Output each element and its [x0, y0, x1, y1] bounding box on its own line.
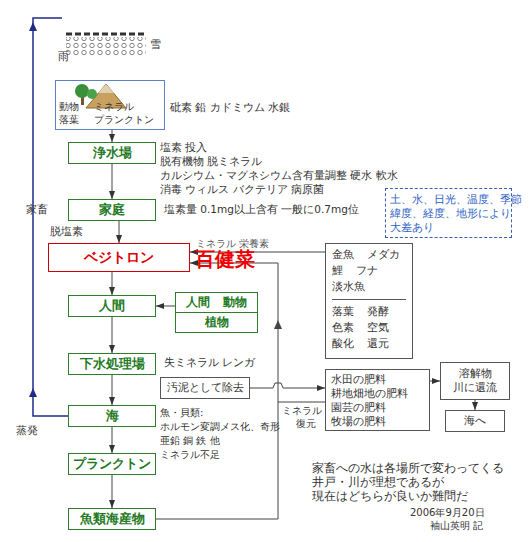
river-box: 溶解物川に還流 — [440, 362, 510, 400]
side-label: 脱塩素 — [50, 225, 83, 238]
box-text: 落葉 発酵 — [332, 299, 406, 320]
flow-connector — [475, 400, 476, 410]
treatment-note: カルシウム・マグネシウム含有量調整 硬水 軟水 — [160, 169, 398, 182]
source-illustration-box: 動物 ミネラル落葉 プランクトン — [55, 80, 165, 130]
sea-note: ホルモン変調メス化、奇形 — [160, 421, 280, 433]
flow-connector — [430, 381, 440, 382]
contaminant-label: 砒素 鉛 カドミウム 水銀 — [170, 101, 291, 114]
fertilizer-box: 水田の肥料耕地畑地の肥料園芸の肥料牧場の肥料 — [325, 369, 430, 431]
box-text: ベジトロン — [49, 249, 189, 267]
mountain-peak — [98, 84, 114, 93]
box-text: 浄水場 — [69, 145, 155, 161]
connector-label: ミネラル — [282, 405, 322, 417]
evaporation-loop — [33, 18, 68, 416]
arrow-up-symbol — [29, 388, 37, 397]
flow-connector — [112, 427, 113, 453]
box-text: 動物 ミネラル — [59, 101, 164, 114]
process-box: 下水処理場 — [68, 353, 156, 375]
box-text: 海へ — [446, 414, 504, 428]
box-text: 下水処理場 — [69, 356, 155, 372]
process-box: 浄水場 — [68, 142, 156, 164]
chlorine-note: 塩素量 0.1mg以上含有 一般に0.7mg位 — [164, 203, 359, 216]
input-box: 人間 動物植物 — [175, 292, 258, 333]
flow-connector — [112, 130, 113, 142]
box-text: 鯉 フナ — [332, 263, 406, 279]
side-label: 蒸発 — [16, 424, 38, 437]
connector-label: ミネラル 栄養素 — [196, 238, 269, 250]
box-text: 魚類海産物 — [69, 511, 155, 527]
flow-connector — [112, 375, 113, 405]
box-text: 溶解物 — [441, 367, 509, 381]
treatment-note: 塩素 投入 — [160, 141, 207, 154]
process-box: 魚類海産物 — [68, 508, 156, 530]
cloud-line — [66, 33, 146, 36]
footnote: 家畜への水は各場所で変わってくる — [312, 462, 504, 476]
box-text: 土、水、日光、温度、季節 — [390, 192, 507, 206]
box-text: 緯度、経度、地形により — [390, 206, 507, 220]
box-text: 牧場の肥料 — [331, 414, 424, 428]
tree-crown — [87, 89, 97, 99]
flow-connector — [156, 306, 175, 307]
flow-connector — [112, 317, 113, 353]
footnote: 現在はどちらが良いか難問だ — [312, 490, 468, 504]
box-text: 人間 — [69, 298, 155, 314]
date-label: 2006年9月20日 — [410, 507, 485, 519]
process-box: プランクトン — [68, 453, 156, 475]
product-box: ベジトロン — [48, 243, 190, 272]
author-label: 袖山英明 記 — [430, 520, 483, 532]
sludge-box: 汚泥として除去 — [160, 377, 250, 399]
living-box: 金魚 メダカ鯉 フナ淡水魚落葉 発酵色素 空気酸化 還元 — [325, 243, 413, 359]
box-text: 酸化 還元 — [332, 336, 406, 352]
box-text: 川に還流 — [441, 381, 509, 395]
box-text: 淡水魚 — [332, 279, 406, 295]
box-text: 家庭 — [69, 202, 155, 218]
product-name: 百健菜 — [195, 247, 255, 271]
flow-connector — [119, 221, 120, 243]
treatment-note: 消毒 ウィルス バクテリア 病原菌 — [160, 183, 324, 196]
footnote: 井戸・川が理想であるが — [312, 476, 444, 490]
process-box: 人間 — [68, 295, 156, 317]
side-label: 家畜 — [26, 203, 48, 216]
box-text: 耕地畑地の肥料 — [331, 386, 424, 400]
sea-note: 魚・貝類: — [160, 407, 203, 419]
box-text: 園芸の肥料 — [331, 400, 424, 414]
box-text: 落葉 プランクトン — [59, 114, 164, 127]
sea-note: ミネラル不足 — [160, 449, 220, 461]
treatment-note: 脱有機物 脱ミネラル — [160, 155, 262, 168]
box-text: 海 — [69, 408, 155, 424]
process-box: 海 — [68, 405, 156, 427]
box-text: 人間 動物 — [176, 293, 257, 312]
box-text: 水田の肥料 — [331, 372, 424, 386]
rain-drops — [66, 37, 146, 57]
box-text: 汚泥として除去 — [161, 381, 249, 395]
process-box: 家庭 — [68, 199, 156, 221]
sea-box: 海へ — [445, 410, 505, 432]
box-text: 大差あり — [390, 220, 507, 234]
flow-connector — [112, 164, 113, 199]
connector-label: 復元 — [296, 418, 316, 430]
arrow-up-symbol — [29, 22, 37, 31]
weather-label: 雨 — [58, 50, 69, 63]
sewage-note: 失ミネラル レンガ — [164, 356, 255, 369]
flow-connector — [112, 475, 113, 508]
flow-connector — [112, 272, 113, 295]
weather-label: 雪 — [150, 38, 161, 51]
box-text: 色素 空気 — [332, 320, 406, 336]
sea-note: 亜鉛 銅 鉄 他 — [160, 435, 220, 447]
mineral-return-line — [278, 402, 325, 403]
tree-crown — [75, 84, 89, 98]
flow-connector — [250, 383, 325, 388]
note-box: 土、水、日光、温度、季節緯度、経度、地形により大差あり — [385, 188, 512, 238]
box-text: プランクトン — [69, 456, 155, 472]
box-text: 植物 — [176, 312, 257, 332]
box-text: 金魚 メダカ — [332, 247, 406, 263]
flow-connector — [156, 263, 278, 519]
